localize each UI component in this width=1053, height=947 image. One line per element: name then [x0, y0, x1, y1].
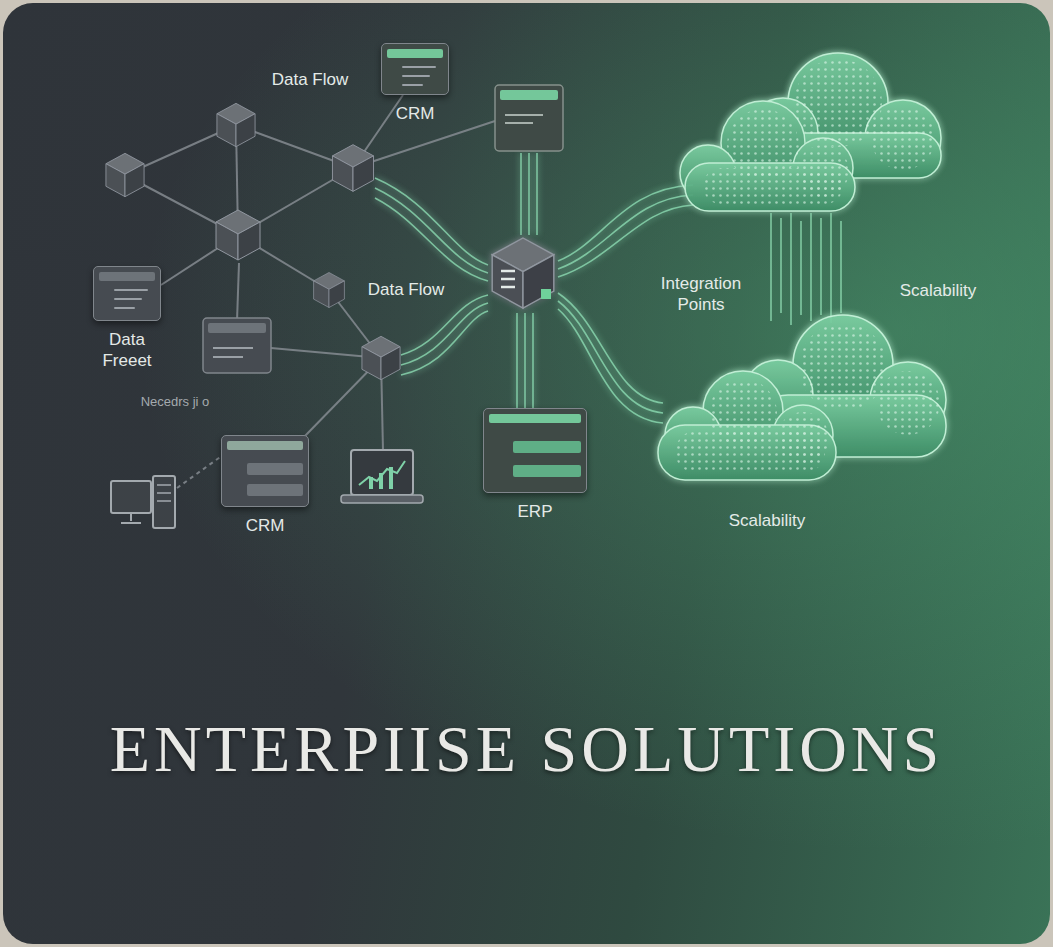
- card-line: [402, 75, 429, 77]
- card-header: [387, 49, 443, 58]
- app-card: CRM: [381, 43, 449, 124]
- flow-label: Scalability: [900, 280, 977, 301]
- flow-label: Scalability: [729, 510, 806, 531]
- flow-label: Integration Points: [646, 273, 756, 315]
- card-shape: [381, 43, 449, 95]
- app-card: ERP: [483, 408, 587, 522]
- card-label: CRM: [221, 515, 309, 536]
- flow-label: Data Flow: [368, 279, 445, 300]
- card-label: CRM: [381, 103, 449, 124]
- card-line: [114, 289, 148, 291]
- card-shape: [93, 266, 161, 321]
- app-card: CRM: [221, 435, 309, 536]
- card-shape: [483, 408, 587, 493]
- flow-label: Data Flow: [272, 69, 349, 90]
- faded-note: Necedrs ji o: [141, 391, 210, 412]
- background-card: ENTERPIISE SOLUTIONSCRMData FreeetCRMERP…: [3, 3, 1050, 944]
- card-shape: [221, 435, 309, 507]
- card-line: [402, 66, 436, 68]
- card-row: [247, 484, 303, 496]
- card-header: [227, 441, 303, 450]
- card-header: [489, 414, 581, 423]
- card-line: [114, 307, 134, 309]
- card-header: [99, 272, 155, 281]
- card-line: [402, 84, 422, 86]
- card-row: [513, 465, 581, 477]
- diagram-title: ENTERPIISE SOLUTIONS: [3, 711, 1050, 787]
- card-row: [247, 463, 303, 475]
- card-label: ERP: [483, 501, 587, 522]
- app-card: Data Freeet: [93, 266, 161, 371]
- card-label: Data Freeet: [93, 329, 161, 371]
- card-row: [513, 441, 581, 453]
- card-line: [114, 298, 141, 300]
